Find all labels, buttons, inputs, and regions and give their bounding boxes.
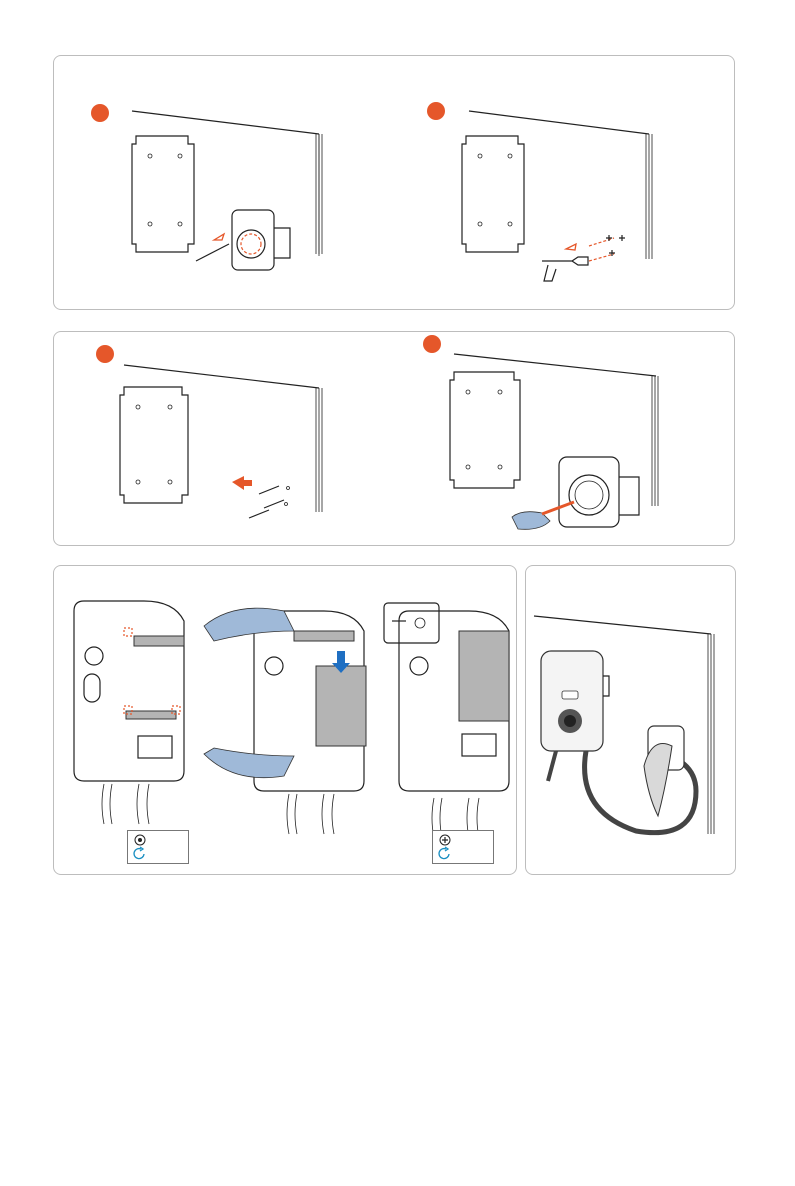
wall-plug-icon <box>232 476 290 518</box>
tool-indicator-2 <box>432 830 494 864</box>
panel-steps-1-2 <box>53 55 735 310</box>
tool-indicator-1 <box>127 830 189 864</box>
charger-back-view-2 <box>204 608 366 834</box>
diagram-steps-3-4 <box>54 332 734 545</box>
wall-hatch-5 <box>708 634 714 834</box>
diagram-steps-1-2 <box>54 56 734 309</box>
ev-charger-front <box>541 651 609 751</box>
panel-steps-3-4 <box>53 331 735 546</box>
wall-hatch-1 <box>316 134 322 254</box>
wall-hatch-2 <box>646 134 652 259</box>
mounting-plate-4 <box>450 372 520 488</box>
drill-hole-marks <box>589 235 625 261</box>
zoom-detail-box <box>384 603 439 643</box>
mounting-plate-3 <box>120 387 188 503</box>
step-1-marker <box>91 104 109 122</box>
drill-icon <box>542 244 588 281</box>
step-4-marker <box>423 335 441 353</box>
torx-bit-rotate-icon <box>134 835 145 859</box>
panel-installed-charger <box>525 565 736 875</box>
charger-back-view-3 <box>384 603 509 838</box>
diagram-charger-mounting <box>54 566 516 874</box>
holster-with-connector <box>644 726 684 816</box>
charging-holster <box>559 457 639 527</box>
charger-back-view-1 <box>74 601 184 824</box>
wall-hatch-4 <box>652 376 658 506</box>
step-2-marker <box>427 102 445 120</box>
holster-template-1 <box>232 210 290 270</box>
diagram-installed-charger <box>526 566 735 874</box>
panel-charger-mounting <box>53 565 517 875</box>
step-3-marker <box>96 345 114 363</box>
screwdriver-hand <box>512 502 574 529</box>
wall-hatch-3 <box>316 388 322 512</box>
mounting-plate-1 <box>132 136 194 252</box>
mounting-plate-2 <box>462 136 524 252</box>
marking-pencil <box>196 234 229 261</box>
phillips-bit-rotate-icon <box>439 835 450 859</box>
